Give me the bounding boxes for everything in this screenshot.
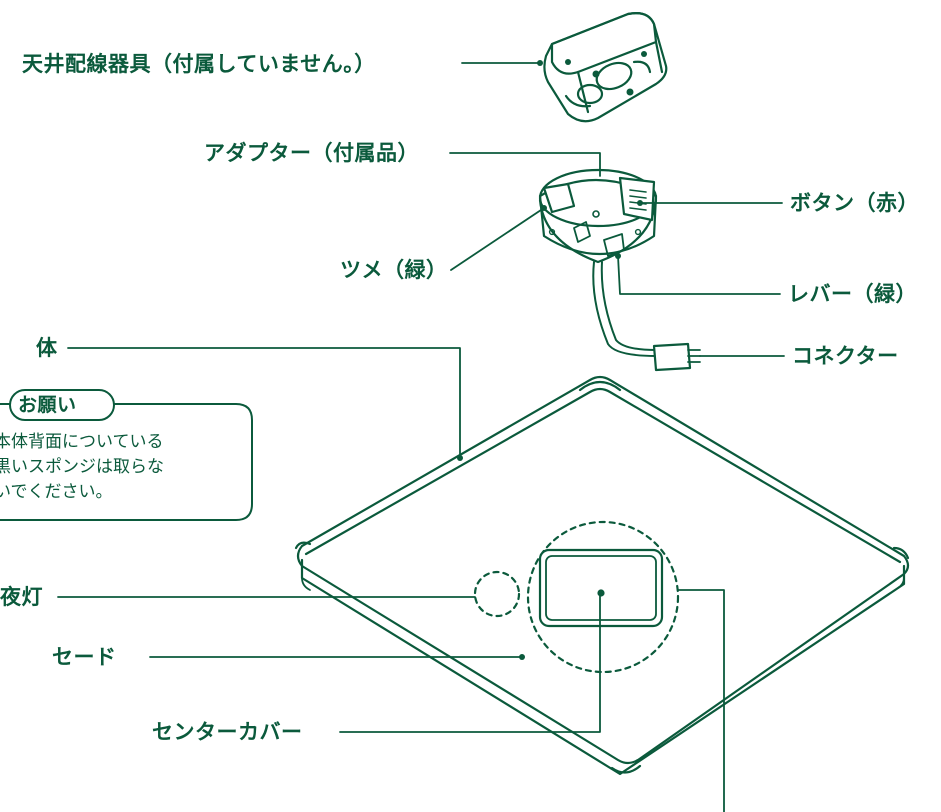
note-box-frame — [0, 389, 253, 521]
main-body-illustration — [294, 375, 910, 776]
label-lever: レバー（緑） — [788, 282, 917, 306]
note-title: お願い — [18, 394, 77, 416]
leader-center-area — [677, 589, 725, 812]
adapter-illustration — [538, 168, 701, 372]
leader-lines — [57, 60, 785, 812]
label-button: ボタン（赤） — [790, 191, 919, 215]
leader-body — [67, 347, 461, 457]
leader-claw — [450, 207, 545, 271]
label-center-cover: センターカバー — [152, 720, 303, 744]
note-line: 黒いスポンジは取らな — [0, 457, 164, 477]
note-body: 本体背面についている 黒いスポンジは取らな いでください。 — [0, 430, 164, 505]
label-connector: コネクター — [792, 344, 899, 368]
note-line: いでください。 — [0, 482, 113, 502]
ceiling-fixture-illustration — [543, 12, 668, 123]
note-line: 本体背面についている — [0, 432, 164, 452]
label-claw: ツメ（緑） — [340, 258, 448, 282]
label-night-light: 夜灯 — [0, 585, 43, 609]
leader-center-cover — [339, 595, 601, 733]
leader-lever — [617, 255, 781, 295]
label-ceiling-fixture: 天井配線器具（付属していません。） — [22, 52, 376, 76]
label-body: 体 — [36, 336, 58, 360]
label-shade: セード — [52, 645, 117, 669]
leader-adapter — [449, 152, 601, 177]
label-adapter: アダプター（付属品） — [204, 141, 419, 165]
